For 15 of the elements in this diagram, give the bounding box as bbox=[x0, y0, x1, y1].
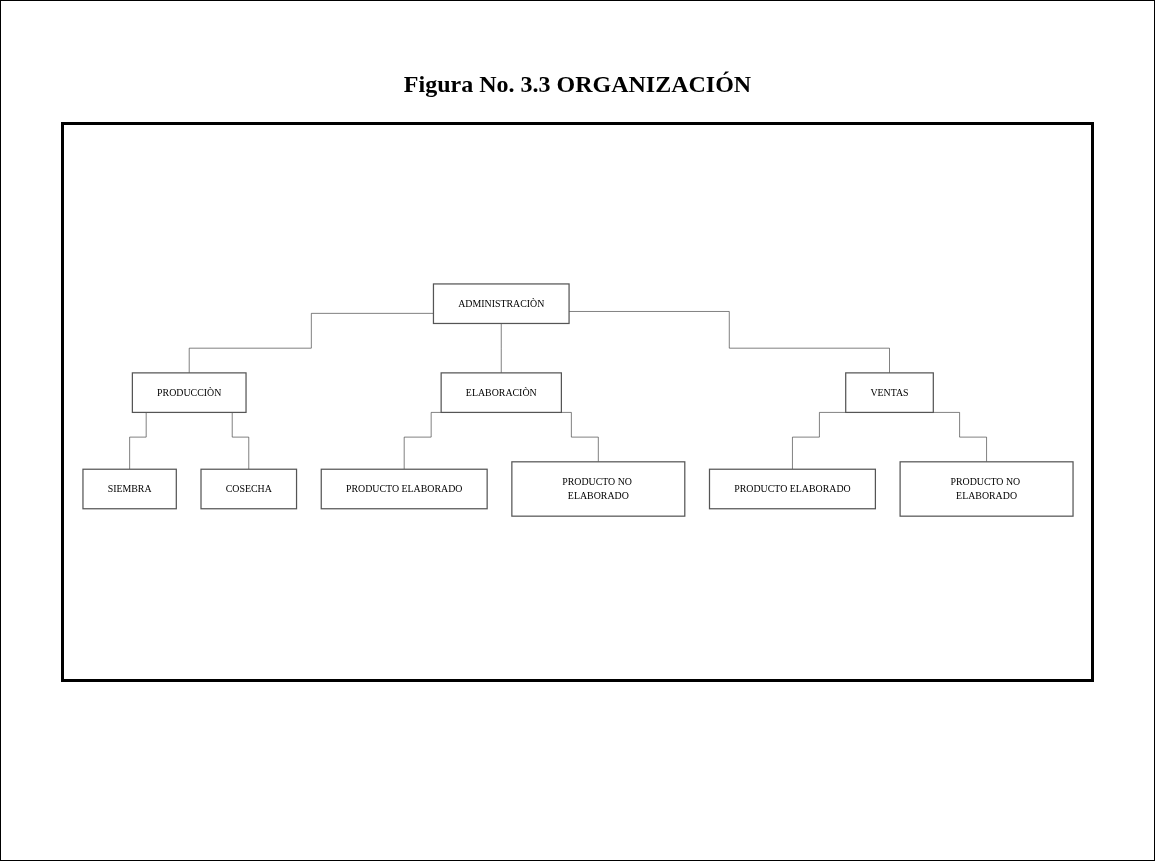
node-box: SIEMBRA bbox=[81, 468, 177, 510]
figure-title: Figura No. 3.3 ORGANIZACIÓN bbox=[402, 71, 753, 98]
connector bbox=[500, 323, 502, 374]
node-box: ELABORACIÒN bbox=[440, 372, 562, 413]
node-box: VENTAS bbox=[844, 372, 934, 413]
node-box: COSECHA bbox=[199, 468, 297, 510]
node-box: PRODUCTO ELABORADO bbox=[320, 468, 488, 510]
node-box: PRODUCTO NO ELABORADO bbox=[510, 461, 685, 517]
node-box: PRODUCTO NO ELABORADO bbox=[899, 461, 1074, 517]
connector bbox=[568, 311, 890, 374]
node-box: ADMINISTRACIÒN bbox=[432, 283, 570, 325]
node-box: PRODUCTO ELABORADO bbox=[708, 468, 876, 510]
connector bbox=[931, 412, 987, 463]
node-box: PRODUCCIÒN bbox=[131, 372, 247, 413]
connector bbox=[791, 412, 847, 470]
